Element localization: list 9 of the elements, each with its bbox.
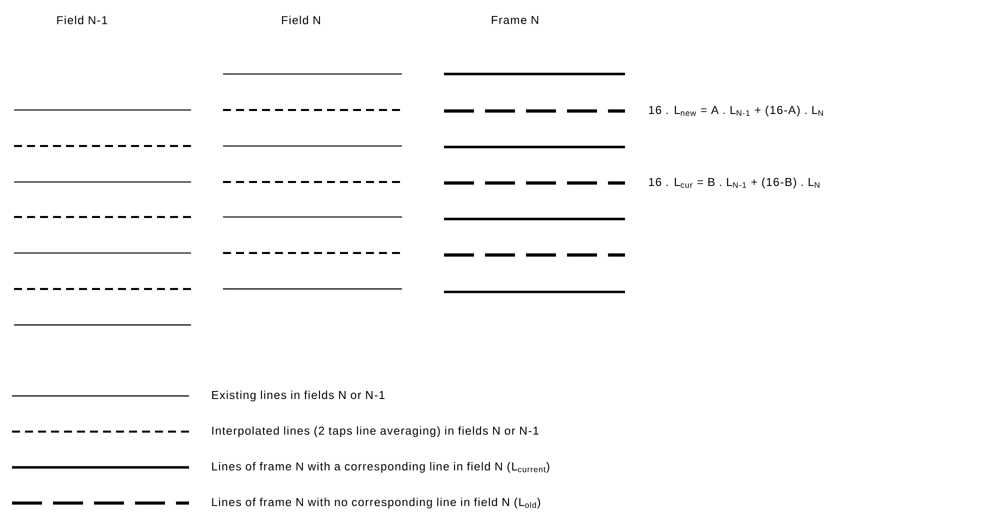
legend-text: Lines of frame N with no corresponding line in field N (L$_{old}$) — [212, 498, 540, 508]
column-heading: Frame N — [492, 16, 538, 24]
legend-text: Existing lines in fields N or N-1 — [212, 390, 384, 402]
formula: 16 . L$_{new}$ = A . L$_{N-1}$ + (16-A) . L$_{N}$ — [649, 106, 823, 116]
formula: 16 . L$_{cur}$ = B . L$_{N-1}$ + (16-B) . L$_{N}$ — [649, 178, 820, 188]
column-heading: Field N — [282, 16, 320, 24]
column-heading: Field N-1 — [57, 16, 108, 24]
legend-text: Lines of frame N with a corresponding line in field N (L$_{current}$) — [212, 462, 550, 473]
legend-text: Interpolated lines (2 taps line averaging) in fields N or N-1 — [212, 426, 538, 438]
